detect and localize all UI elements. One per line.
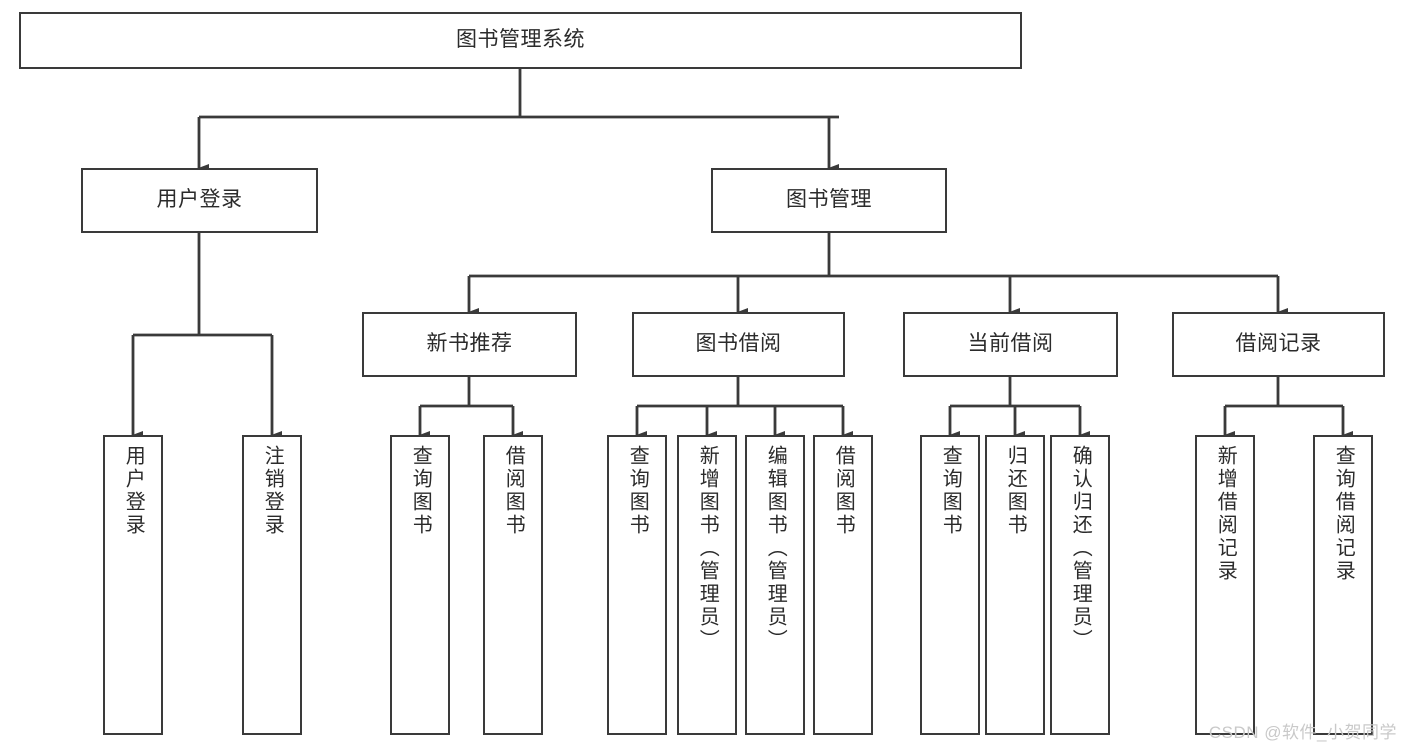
leaf-user-login-1[interactable]: 用户登录 — [103, 435, 163, 735]
leaf-current-borrow-1[interactable]: 查询图书 — [920, 435, 980, 735]
node-book-management-label: 图书管理 — [786, 188, 872, 212]
leaf-user-login-2[interactable]: 注销登录 — [242, 435, 302, 735]
node-current-borrow[interactable]: 当前借阅 — [903, 312, 1118, 377]
leaf-borrow-record-2-label: 查询借阅记录 — [1332, 445, 1355, 583]
leaf-new-book-1[interactable]: 查询图书 — [390, 435, 450, 735]
leaf-user-login-2-label: 注销登录 — [261, 445, 284, 537]
leaf-book-borrow-3-label: 编辑图书（管理员） — [764, 445, 787, 652]
node-borrow-record[interactable]: 借阅记录 — [1172, 312, 1385, 377]
node-borrow-record-label: 借阅记录 — [1235, 332, 1322, 356]
leaf-borrow-record-2[interactable]: 查询借阅记录 — [1313, 435, 1373, 735]
leaf-book-borrow-1-label: 查询图书 — [626, 445, 649, 537]
node-root-system[interactable]: 图书管理系统 — [19, 12, 1022, 69]
leaf-book-borrow-1[interactable]: 查询图书 — [607, 435, 667, 735]
node-current-borrow-label: 当前借阅 — [967, 332, 1054, 356]
node-root-system-label: 图书管理系统 — [456, 28, 585, 52]
node-book-management[interactable]: 图书管理 — [711, 168, 947, 233]
leaf-book-borrow-2[interactable]: 新增图书（管理员） — [677, 435, 737, 735]
node-book-borrow[interactable]: 图书借阅 — [632, 312, 845, 377]
leaf-book-borrow-4-label: 借阅图书 — [832, 445, 855, 537]
csdn-watermark: CSDN @软件_小贺同学 — [1208, 723, 1397, 742]
node-new-book-recommend-label: 新书推荐 — [426, 332, 513, 356]
leaf-current-borrow-3[interactable]: 确认归还（管理员） — [1050, 435, 1110, 735]
leaf-new-book-2-label: 借阅图书 — [502, 445, 525, 537]
leaf-new-book-2[interactable]: 借阅图书 — [483, 435, 543, 735]
node-book-borrow-label: 图书借阅 — [695, 332, 782, 356]
leaf-user-login-1-label: 用户登录 — [122, 445, 145, 537]
leaf-current-borrow-3-label: 确认归还（管理员） — [1069, 445, 1092, 652]
leaf-borrow-record-1[interactable]: 新增借阅记录 — [1195, 435, 1255, 735]
node-user-login-label: 用户登录 — [156, 188, 243, 212]
leaf-new-book-1-label: 查询图书 — [409, 445, 432, 537]
leaf-book-borrow-2-label: 新增图书（管理员） — [696, 445, 719, 652]
node-new-book-recommend[interactable]: 新书推荐 — [362, 312, 577, 377]
leaf-current-borrow-2[interactable]: 归还图书 — [985, 435, 1045, 735]
leaf-current-borrow-1-label: 查询图书 — [939, 445, 962, 537]
leaf-book-borrow-4[interactable]: 借阅图书 — [813, 435, 873, 735]
node-user-login[interactable]: 用户登录 — [81, 168, 318, 233]
leaf-borrow-record-1-label: 新增借阅记录 — [1214, 445, 1237, 583]
leaf-current-borrow-2-label: 归还图书 — [1004, 445, 1027, 537]
leaf-book-borrow-3[interactable]: 编辑图书（管理员） — [745, 435, 805, 735]
